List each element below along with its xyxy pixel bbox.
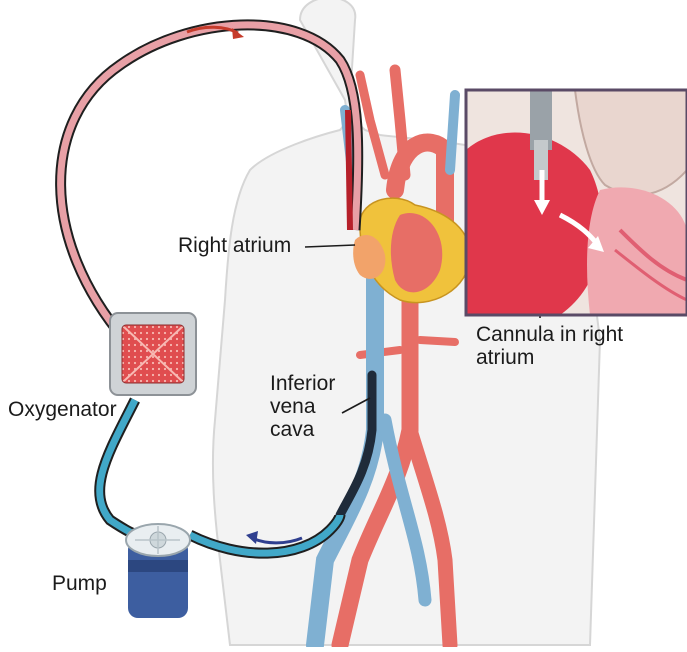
label-ivc-line-2: vena (270, 395, 335, 418)
label-pump: Pump (52, 572, 107, 595)
label-ivc-line-3: cava (270, 418, 335, 441)
label-right-atrium: Right atrium (178, 234, 291, 257)
inset-heart-cross-section (466, 90, 687, 315)
label-inferior-vena-cava: Inferior vena cava (270, 372, 335, 441)
pump (126, 524, 190, 618)
oxygenator (110, 313, 196, 395)
label-oxygenator: Oxygenator (8, 398, 117, 421)
label-cannula: Cannula in right atrium (476, 323, 623, 369)
label-cannula-line-1: Cannula in right (476, 323, 623, 346)
label-cannula-line-2: atrium (476, 346, 623, 369)
label-ivc-line-1: Inferior (270, 372, 335, 395)
